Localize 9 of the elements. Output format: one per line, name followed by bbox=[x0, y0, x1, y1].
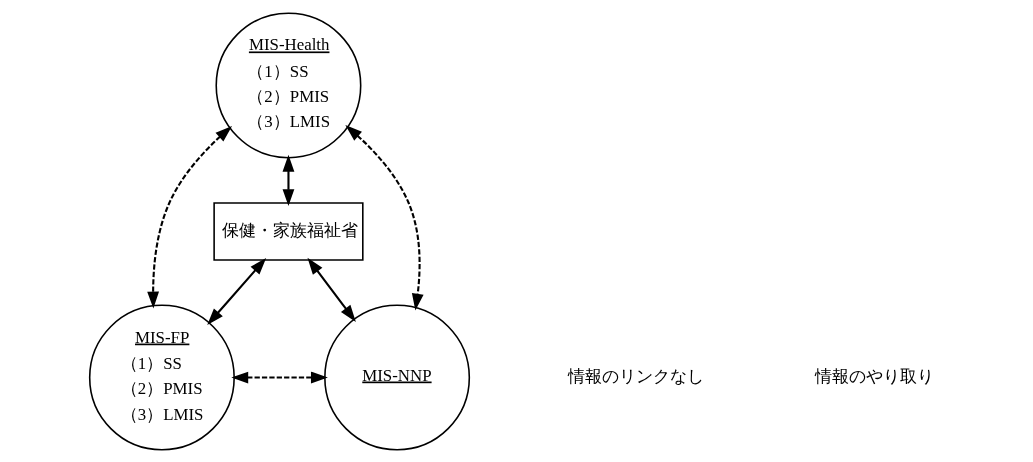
arrow bbox=[231, 371, 328, 383]
arrow bbox=[282, 154, 295, 206]
arrow bbox=[147, 125, 233, 309]
legend-label: 情報のやり取り bbox=[814, 366, 934, 386]
arrow bbox=[345, 124, 424, 311]
arrow bbox=[307, 257, 356, 322]
node-box: 保健・家族福祉省 bbox=[213, 201, 364, 261]
arrow bbox=[207, 257, 267, 325]
legend-label: 情報のリンクなし bbox=[568, 366, 705, 386]
